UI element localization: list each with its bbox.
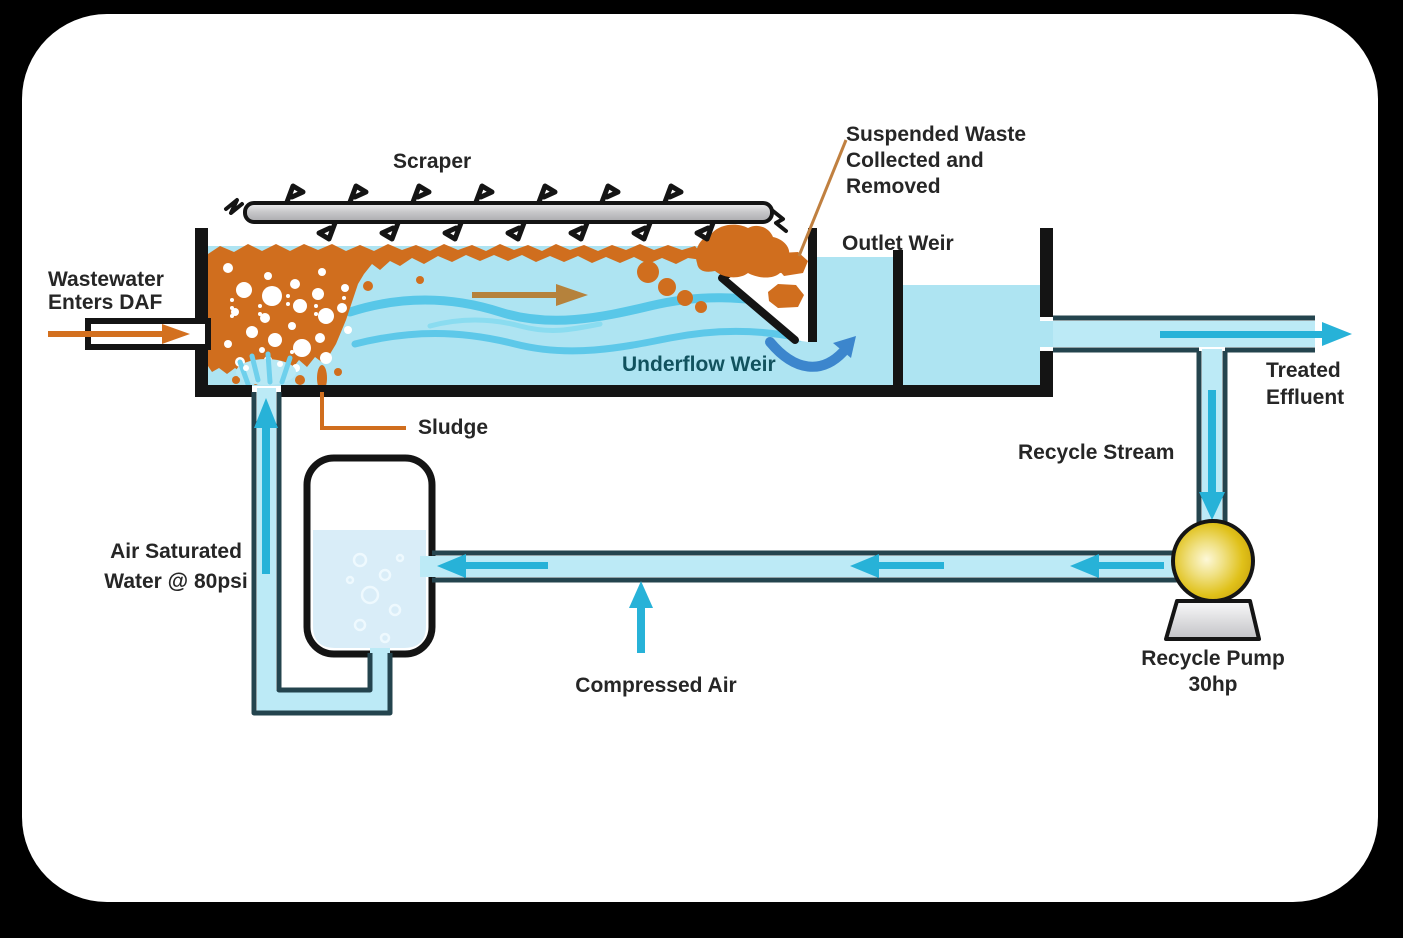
recycle-pump-label-line1: Recycle Pump (1141, 647, 1285, 670)
scraper-bar (243, 201, 774, 224)
sludge-blob (232, 376, 240, 384)
vessel-water (313, 530, 426, 648)
tank-right-wall-lower (1040, 351, 1053, 397)
tank-bottom-wall-left (195, 385, 252, 397)
scraper-right-tip (771, 209, 788, 233)
pipe-left-arrow-vessel (437, 554, 548, 578)
sludge-mound (695, 224, 791, 278)
pump-base (1164, 599, 1261, 641)
waste-blob-lower (768, 284, 804, 308)
diagram-card (22, 14, 1378, 902)
riser-inner-wall (276, 392, 373, 693)
sludge-blob (637, 261, 659, 283)
vessel-neck-fill (370, 648, 390, 693)
underflow-weir-label: Underflow Weir (622, 353, 776, 376)
wastewater-label-line1: Wastewater (48, 268, 164, 291)
sludge-layer (208, 224, 808, 391)
air-saturated-label-line1: Air Saturated (110, 540, 242, 563)
suspended-waste-label-line3: Removed (846, 175, 941, 198)
sludge-blob (677, 290, 693, 306)
underflow-arrow (765, 336, 856, 372)
hopper-right-wall (808, 228, 817, 342)
pipe-left-arrow-right (1070, 554, 1164, 578)
sludge-drip (317, 365, 327, 391)
recycle-down-arrow (1199, 390, 1225, 520)
waste-blob-upper (772, 252, 808, 276)
recycle-main-pipe-fill (420, 556, 1178, 577)
bottom-pipe-fill (257, 690, 390, 713)
wastewater-label-line2: Enters DAF (48, 291, 163, 314)
sludge-drain-line (320, 392, 406, 430)
sludge-blob (334, 368, 342, 376)
air-inlet-splash (236, 347, 296, 387)
flow-arrows (254, 322, 1352, 653)
water-wall-passage (1040, 321, 1053, 347)
compressed-air-label: Compressed Air (575, 674, 736, 697)
air-saturation-vessel (303, 454, 436, 658)
scraper-left-tip (224, 198, 244, 215)
water-waves (345, 293, 805, 355)
tank-right-wall-upper (1040, 228, 1053, 317)
recycle-pump-label-line2: 30hp (1188, 673, 1237, 696)
riser-outer-wall (251, 392, 393, 716)
effluent-arrow (1160, 322, 1352, 346)
treated-effluent-label-line2: Effluent (1266, 386, 1344, 409)
sludge-blob (658, 278, 676, 296)
recycle-stream-label: Recycle Stream (1018, 441, 1174, 464)
tank-bottom-wall (281, 385, 1053, 397)
suspended-waste-leader-line (797, 139, 848, 257)
sludge-blob (295, 375, 305, 385)
vessel-bubbles (345, 552, 405, 644)
scraper-label: Scraper (393, 150, 471, 173)
diagram-labels: Scraper Suspended Waste Collected and Re… (48, 123, 1344, 697)
sludge-blob (363, 281, 373, 291)
daf-tank-walls (195, 228, 1053, 397)
tank-flow-arrow (472, 284, 588, 306)
scraper-assembly (224, 186, 788, 239)
suspended-waste-label-line1: Suspended Waste (846, 123, 1026, 146)
pump-body (1171, 519, 1255, 603)
pipe-left-arrow-mid (850, 554, 944, 578)
treated-effluent-label-line1: Treated (1266, 359, 1341, 382)
riser-up-arrow (254, 398, 278, 574)
recycle-pump (1164, 519, 1261, 641)
suspended-waste-label-line2: Collected and (846, 149, 984, 172)
sludge-blob (695, 301, 707, 313)
inlet-flow-arrow (48, 324, 190, 344)
air-saturated-label-line2: Water @ 80psi (104, 570, 247, 593)
sludge-label: Sludge (418, 416, 488, 439)
sludge-blob (416, 276, 424, 284)
tank-left-wall-upper (195, 228, 208, 322)
water-effluent-box (903, 285, 1040, 386)
water-wave-highlight (427, 317, 603, 333)
outlet-weir-label: Outlet Weir (842, 232, 954, 255)
outlet-weir-partition (893, 250, 903, 390)
sludge-blanket (208, 244, 702, 374)
pipe-walls (251, 315, 1315, 716)
compressed-air-arrow (629, 581, 653, 653)
inlet-pipe (48, 318, 211, 350)
